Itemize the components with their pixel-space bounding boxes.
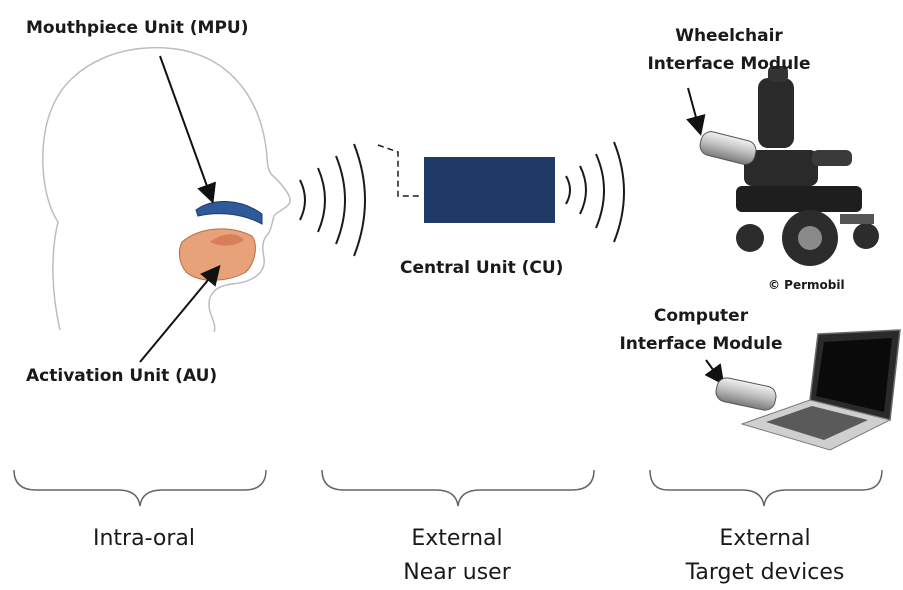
group-external-near-line2: Near user: [403, 560, 511, 585]
mouthpiece-unit-shape: [195, 200, 263, 225]
cu-antenna-dashes: [377, 144, 422, 197]
computer-module-label: Computer Interface Module: [594, 302, 808, 358]
group-intraoral-text: Intra-oral: [92, 526, 196, 551]
permobil-credit: © Permobil: [768, 278, 845, 292]
brace-external-target: [649, 469, 883, 507]
laptop-illustration: [740, 329, 901, 451]
au-arrow: [139, 264, 221, 363]
brace-intraoral: [13, 469, 267, 507]
group-external-target-line1: External: [719, 526, 811, 551]
group-external-near-label: External Near user: [362, 522, 552, 590]
mpu-arrow: [159, 55, 216, 204]
wheelchair-interface-module: [686, 87, 757, 165]
wheelchair-module-label-line2: Interface Module: [647, 54, 811, 74]
brace-external-near: [321, 469, 595, 507]
wheelchair-module-label: Wheelchair Interface Module: [624, 22, 834, 78]
wheelchair-illustration: [736, 66, 879, 266]
mpu-label: Mouthpiece Unit (MPU): [26, 18, 249, 38]
tongue-shape: [210, 234, 244, 246]
group-external-target-label: External Target devices: [660, 522, 870, 590]
wireless-waves-right: [565, 141, 625, 243]
cu-label: Central Unit (CU): [400, 258, 564, 278]
wheelchair-module-label-line1: Wheelchair: [675, 26, 783, 46]
wireless-waves-left: [299, 143, 366, 257]
group-external-near-line1: External: [411, 526, 503, 551]
group-intraoral-label: Intra-oral: [54, 522, 234, 556]
central-unit-box: [424, 157, 555, 223]
head-outline: [42, 46, 291, 333]
computer-module-label-line1: Computer: [653, 306, 749, 326]
activation-unit-shape: [178, 228, 256, 281]
au-label: Activation Unit (AU): [26, 366, 218, 386]
computer-module-label-line2: Interface Module: [619, 334, 783, 354]
computer-interface-module: [704, 359, 777, 411]
group-external-target-line2: Target devices: [685, 560, 845, 585]
